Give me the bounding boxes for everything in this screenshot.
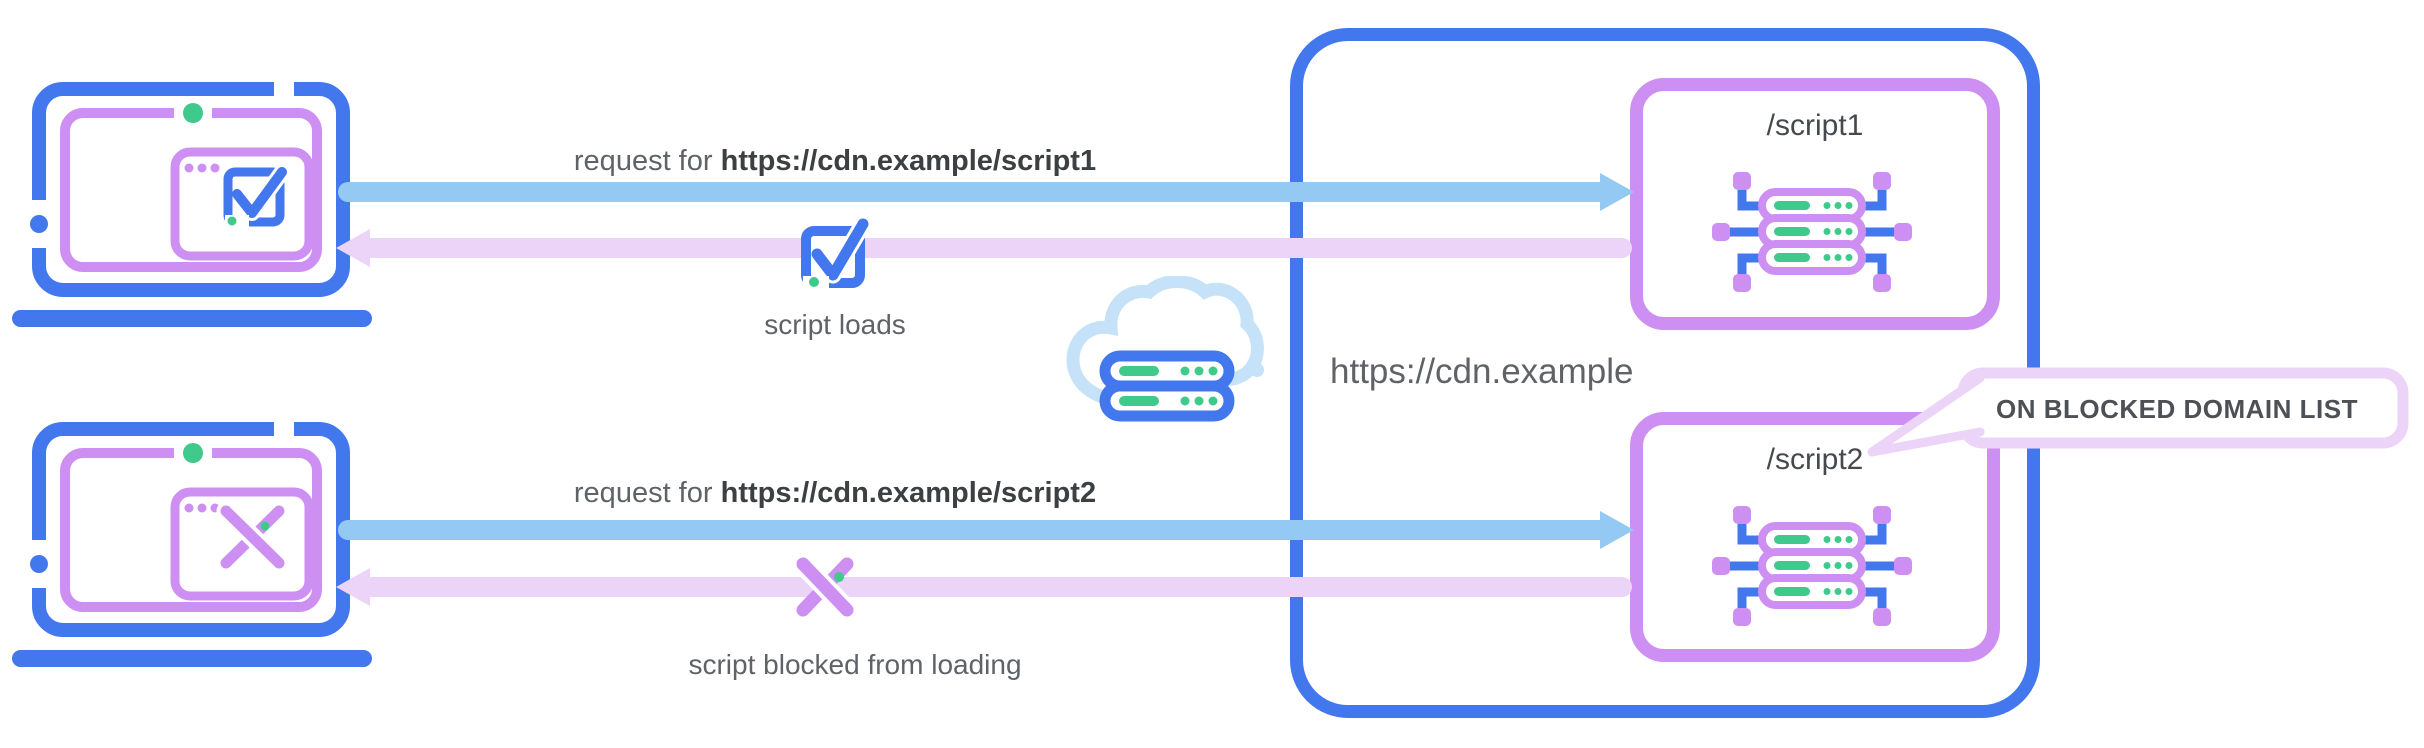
laptop-x-icon: [12, 418, 372, 667]
request-text-script1: request for https://cdn.example/script1: [573, 145, 1097, 178]
response-arrow-script2: [336, 568, 1632, 606]
response-arrow-script1: [336, 229, 1632, 267]
x-mark-icon: [792, 553, 858, 621]
blocked-domain-callout-label: ON BLOCKED DOMAIN LIST: [1996, 394, 2358, 424]
laptop-check-icon: [12, 78, 372, 327]
request-url: https://cdn.example/script2: [720, 477, 1097, 509]
request-text-script2: request for https://cdn.example/script2: [573, 477, 1097, 510]
request-prefix: request for: [573, 145, 713, 177]
script-loads-label: script loads: [764, 309, 906, 340]
script1-box: /script1: [1630, 78, 2000, 330]
request-arrow-script1: [338, 173, 1634, 211]
server-cluster-icon: [1712, 172, 1912, 292]
server-cluster-icon: [1712, 506, 1912, 626]
script1-label: /script1: [1766, 109, 1864, 142]
request-arrow-script2: [338, 511, 1634, 549]
cloud-server-icon: [1066, 276, 1264, 422]
blocked-domain-callout: [1867, 367, 2409, 457]
check-square-icon: [801, 215, 871, 290]
script2-label: /script2: [1766, 443, 1864, 476]
cdn-domain-label: https://cdn.example: [1330, 352, 1634, 391]
request-url: https://cdn.example/script1: [720, 145, 1097, 177]
script-blocked-label: script blocked from loading: [688, 649, 1022, 680]
script2-box: /script2: [1630, 412, 2000, 662]
request-prefix: request for: [573, 477, 713, 509]
